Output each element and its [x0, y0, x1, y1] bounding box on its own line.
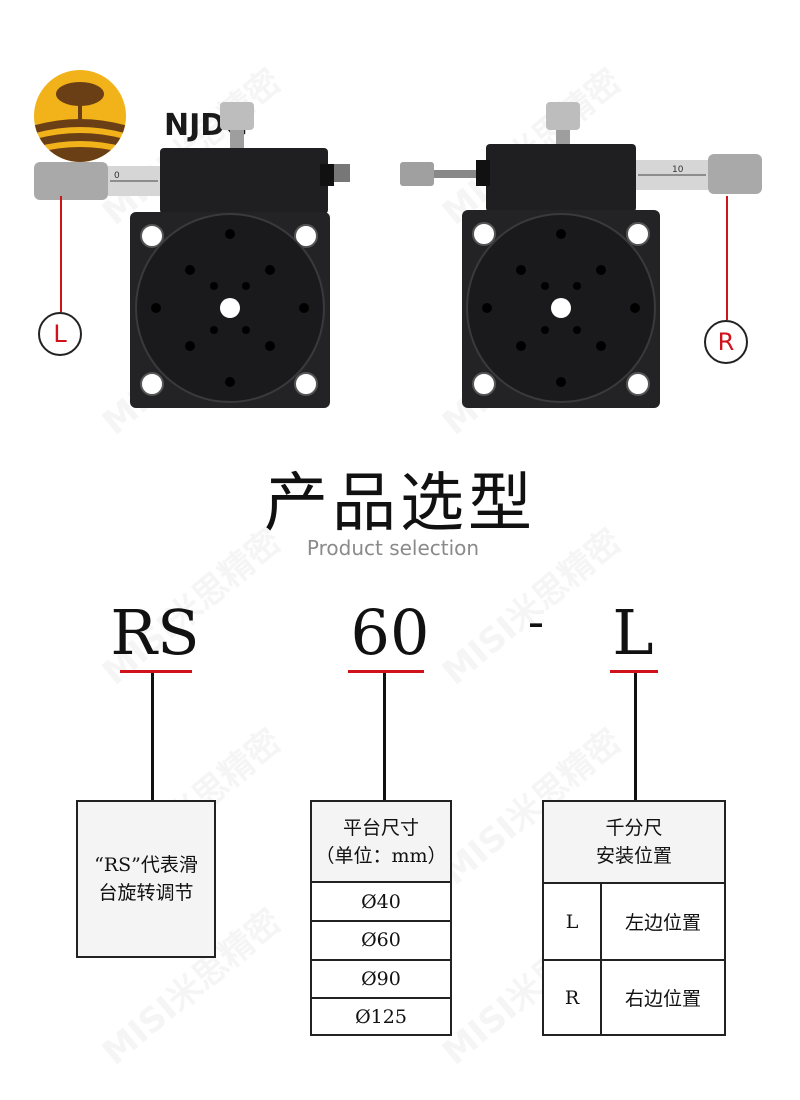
code-part-size: 60: [350, 596, 430, 669]
micrometer-position-header-line2: 安装位置: [595, 845, 672, 867]
left-marker: L: [38, 312, 82, 356]
platform-size-header-line1: 平台尺寸: [342, 816, 419, 839]
code-part-position: L: [612, 596, 654, 669]
rotation-stage-right-image: 10: [400, 102, 762, 408]
position-option-row: L 左边位置: [544, 882, 724, 959]
code-dash: -: [527, 594, 545, 650]
section-title: 产品选型: [264, 467, 536, 541]
size-option-row: Ø90: [312, 958, 450, 998]
code-underline: [610, 670, 658, 673]
connector-line: [383, 673, 386, 801]
micrometer-position-header: 千分尺 安装位置: [544, 802, 724, 882]
size-option-row: Ø40: [312, 881, 450, 920]
series-description-text: “RS”代表滑台旋转调节: [94, 854, 198, 904]
size-option: Ø60: [361, 929, 401, 952]
position-code: L: [544, 884, 602, 959]
position-desc: 右边位置: [624, 988, 701, 1010]
micrometer-position-box: 千分尺 安装位置 L 左边位置 R 右边位置: [542, 800, 726, 1036]
size-option: Ø90: [361, 967, 401, 990]
position-option-row: R 右边位置: [544, 959, 724, 1034]
section-subtitle: Product selection: [306, 536, 480, 560]
code-part-series: RS: [110, 596, 200, 669]
right-marker: R: [704, 320, 748, 364]
connector-line: [151, 673, 154, 801]
position-code: R: [544, 961, 602, 1034]
rotation-stage-left-image: 0: [34, 102, 350, 408]
micrometer-scale-label: 10: [672, 165, 684, 175]
size-option-row: Ø125: [312, 997, 450, 1034]
platform-size-header-line2: （单位：mm）: [315, 844, 447, 867]
size-option: Ø40: [361, 890, 401, 913]
platform-size-box: 平台尺寸 （单位：mm） Ø40 Ø60 Ø90 Ø125: [310, 800, 452, 1036]
micrometer-scale-label: 0: [114, 171, 120, 181]
right-marker-line: [726, 196, 728, 320]
connector-line: [634, 673, 637, 801]
series-description-box: “RS”代表滑台旋转调节: [76, 800, 216, 958]
platform-size-header: 平台尺寸 （单位：mm）: [312, 802, 450, 881]
size-option-row: Ø60: [312, 919, 450, 959]
code-underline: [120, 670, 192, 673]
micrometer-position-header-line1: 千分尺: [605, 817, 663, 839]
position-desc: 左边位置: [624, 912, 701, 934]
brand-logo-icon: [34, 70, 126, 162]
left-marker-line: [60, 196, 62, 312]
code-underline: [348, 670, 424, 673]
size-option: Ø125: [355, 1005, 407, 1028]
